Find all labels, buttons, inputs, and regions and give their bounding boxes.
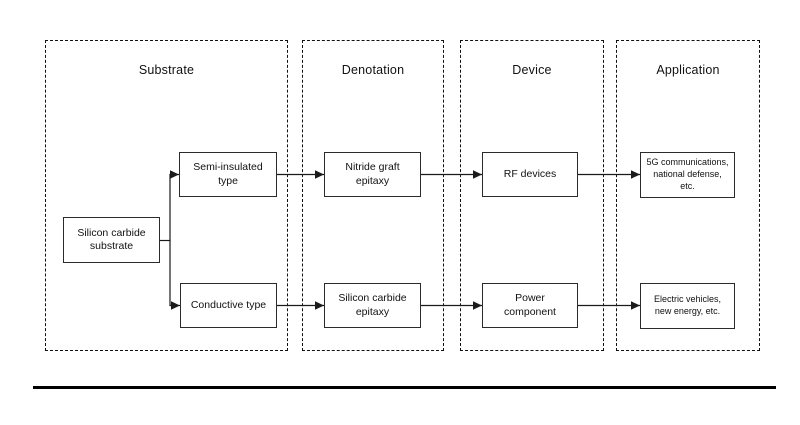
column-title-application: Application [656, 63, 720, 77]
node-conductive-type: Conductive type [180, 283, 277, 328]
column-title-device: Device [512, 63, 552, 77]
column-device: Device [460, 40, 604, 351]
node-application-5g-communications: 5G communications, national defense, etc… [640, 152, 735, 198]
node-power-component: Power component [482, 283, 578, 328]
column-substrate: Substrate [45, 40, 288, 351]
node-semi-insulated-type: Semi-insulated type [179, 152, 277, 197]
node-application-electric-vehicles: Electric vehicles, new energy, etc. [640, 283, 735, 329]
bottom-divider-rule [33, 386, 776, 389]
column-denotation: Denotation [302, 40, 444, 351]
node-rf-devices: RF devices [482, 152, 578, 197]
column-title-substrate: Substrate [138, 63, 195, 77]
column-application: Application [616, 40, 760, 351]
node-silicon-carbide-epitaxy: Silicon carbide epitaxy [324, 283, 421, 328]
node-silicon-carbide-substrate: Silicon carbide substrate [63, 217, 160, 263]
column-title-denotation: Denotation [341, 63, 405, 77]
node-nitride-graft-epitaxy: Nitride graft epitaxy [324, 152, 421, 197]
